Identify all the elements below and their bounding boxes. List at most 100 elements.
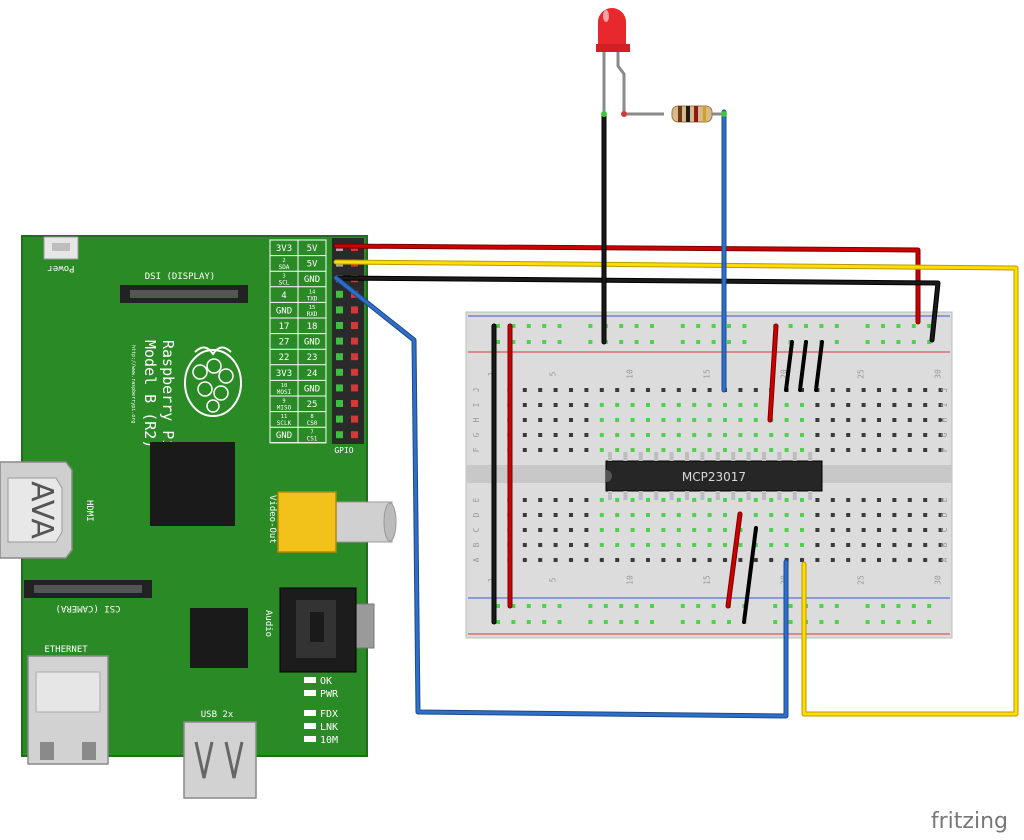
chip-leg [700,491,705,500]
breadboard-hole [723,558,727,562]
resistor-band-4 [703,106,706,122]
chip-leg [654,491,659,500]
breadboard-hole [877,558,881,562]
gpio-pin-number-left: 11 [281,414,288,420]
rail-hole [634,340,639,344]
breadboard-hole [815,513,820,517]
breadboard-hole [599,433,604,437]
breadboard-hole [800,418,804,422]
status-led-label: LNK [320,722,338,733]
gpio-pin-label-right: 24 [307,369,318,379]
breadboard-hole [923,498,928,502]
row-letter: B [472,542,481,547]
breadboard-hole [815,543,820,547]
breadboard-hole [846,498,851,502]
breadboard-hole [846,558,851,562]
breadboard-hole [877,448,881,452]
gpio-pin-label-right: 23 [307,353,318,363]
breadboard-hole [615,513,620,517]
wire-red-vdd-core [768,324,778,422]
breadboard-hole [553,388,558,392]
rail-hole [834,604,839,608]
breadboard-hole [538,528,543,532]
breadboard-hole [846,543,851,547]
row-letter: C [940,527,949,532]
breadboard-hole [769,558,774,562]
breadboard-hole [800,403,804,407]
breadboard-hole [846,448,851,452]
breadboard-hole [753,418,758,422]
breadboard-hole [723,513,727,517]
gpio-pin-label-left: 4 [281,291,286,301]
breadboard-hole [707,558,712,562]
rail-hole [588,324,593,328]
breadboard-hole [522,513,527,517]
row-letter: A [940,557,949,562]
breadboard-hole [646,543,650,547]
column-number-bottom: 5 [549,577,558,582]
breadboard-hole [676,448,681,452]
wire-yellow-sda-core [334,260,1018,716]
mcp23017-notch [606,470,612,482]
breadboard-hole [646,498,650,502]
breadboard-hole [753,558,758,562]
rail-hole [511,324,516,328]
wire-red-5v-core [334,244,920,324]
column-number-top: 25 [857,369,866,379]
breadboard-hole [707,388,712,392]
fritzing-logo: fritzing [931,809,1008,834]
chip-leg [608,491,612,500]
breadboard-hole [522,543,527,547]
breadboard-hole [661,388,666,392]
breadboard-hole [769,528,774,532]
breadboard-hole [692,543,697,547]
breadboard-hole [584,513,589,517]
chip-leg [746,452,751,461]
breadboard-hole [738,433,743,437]
breadboard-hole [584,448,589,452]
rail-hole [911,324,916,328]
resistor-component [624,105,724,123]
soc-chip [150,442,235,526]
breadboard-hole [692,433,697,437]
rail-hole [680,604,685,608]
row-letter: H [472,417,481,422]
column-number-top: 15 [703,369,712,379]
rail-hole [496,604,500,608]
status-led-label: OK [320,676,332,687]
breadboard-hole [522,433,527,437]
rail-hole [511,340,516,344]
rail-hole [865,604,870,608]
junction-resistor-blue [721,111,727,117]
gpio-pin [336,368,343,376]
rail-hole [650,324,654,328]
audio-label: Audio [263,610,273,637]
rail-hole [804,324,808,328]
breadboard-hole [923,388,928,392]
breadboard-hole [707,433,712,437]
breadboard-hole [784,498,789,502]
gpio-pin-number-left: 3 [282,274,285,280]
gpio-pin-label-right: 18 [307,322,318,332]
column-number-bottom: 10 [626,575,635,585]
rail-hole [865,620,870,624]
rail-hole [619,340,624,344]
rail-hole [696,620,701,624]
rail-hole [742,340,747,344]
breadboard-hole [769,433,774,437]
breadboard-hole [646,558,650,562]
breadboard-hole [753,388,758,392]
breadboard-hole [599,528,604,532]
rail-hole [696,340,701,344]
mcp23017-legs [608,452,813,500]
breadboard-hole [846,513,851,517]
gpio-pin [336,384,343,392]
rail-hole [542,324,547,328]
breadboard-hole [892,448,897,452]
power-label: Power [47,263,75,273]
audio-connector [279,587,375,673]
rail-hole [881,604,885,608]
gpio-pin [336,290,343,298]
